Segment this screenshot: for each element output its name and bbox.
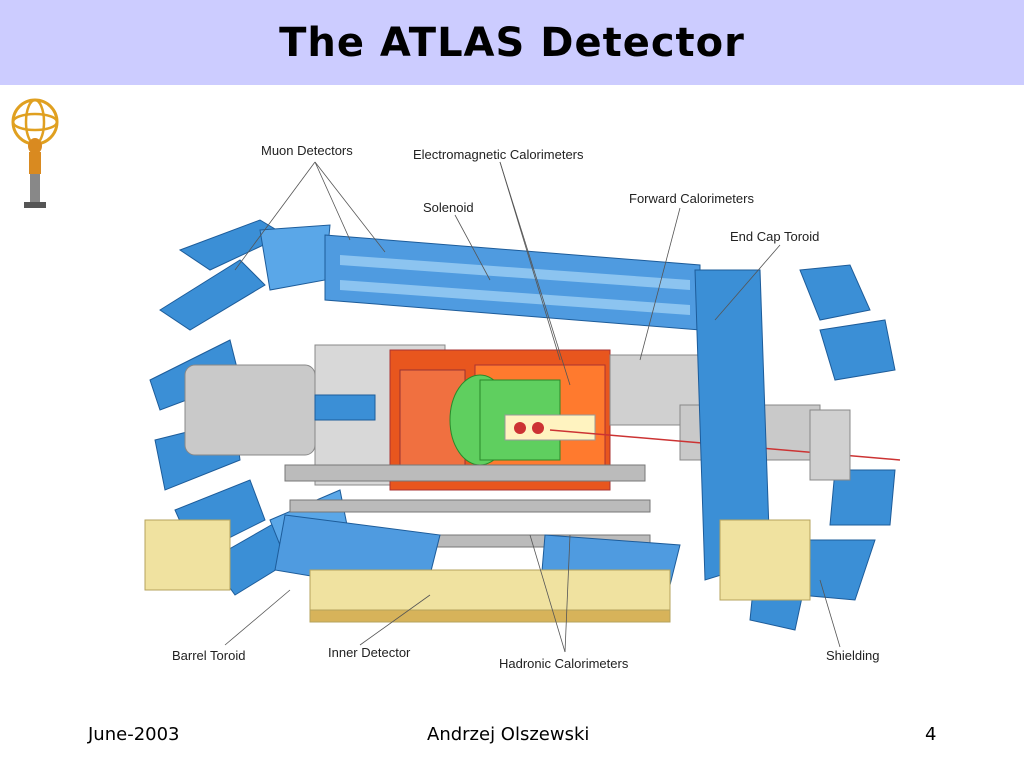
barrel-top-chambers xyxy=(324,234,701,331)
em-calorimeters-label: Electromagnetic Calorimeters xyxy=(413,147,584,162)
footer-date: June-2003 xyxy=(88,724,180,745)
solenoid-label: Solenoid xyxy=(423,200,474,215)
footer-page-number: 4 xyxy=(925,724,937,745)
title-bar: The ATLAS Detector xyxy=(0,0,1024,85)
inner-detector-shape xyxy=(449,374,596,466)
atlas-detector-diagram: Muon Detectors Electromagnetic Calorimet… xyxy=(120,140,906,686)
detector-illustration xyxy=(144,161,901,653)
barrel-toroid-label: Barrel Toroid xyxy=(172,648,246,663)
atlas-logo-icon xyxy=(11,98,59,208)
hadronic-calorimeters-label: Hadronic Calorimeters xyxy=(499,656,629,671)
slide-title: The ATLAS Detector xyxy=(279,19,745,66)
forward-calorimeters-label: Forward Calorimeters xyxy=(629,191,754,206)
end-cap-toroid-label: End Cap Toroid xyxy=(730,229,820,244)
muon-detectors-label: Muon Detectors xyxy=(261,143,353,158)
footer-author: Andrzej Olszewski xyxy=(427,724,590,745)
support-structure xyxy=(144,519,811,623)
shielding-label: Shielding xyxy=(826,648,880,663)
inner-detector-label: Inner Detector xyxy=(328,645,411,660)
